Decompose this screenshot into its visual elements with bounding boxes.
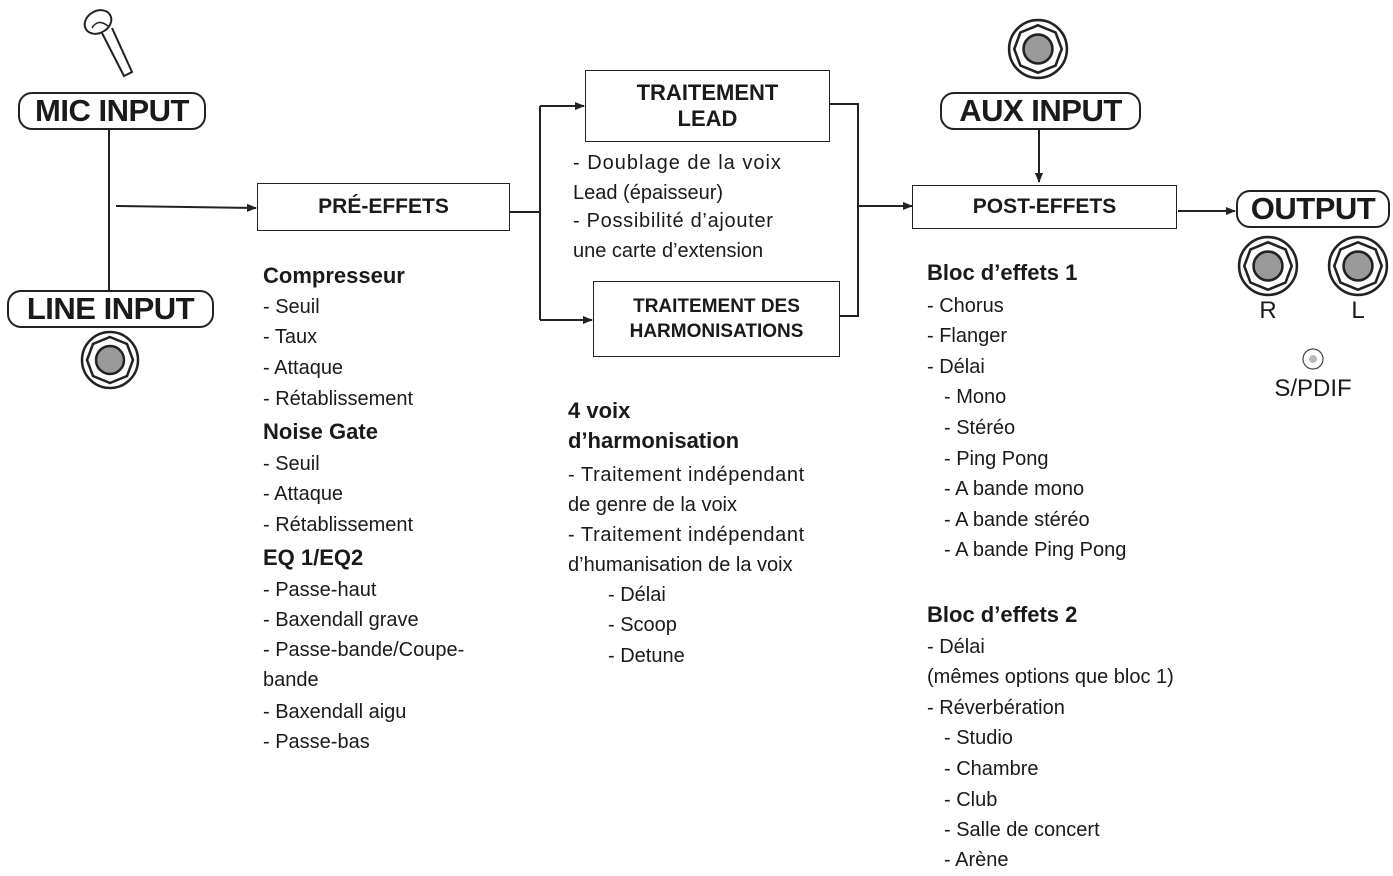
harm-label-2: HARMONISATIONS <box>629 321 804 342</box>
line-input-label: LINE INPUT <box>7 290 214 328</box>
noise-gate-title: Noise Gate <box>263 419 378 444</box>
harmony-sub-item: - Délai <box>608 584 666 606</box>
bloc2-title: Bloc d’effets 2 <box>927 602 1078 627</box>
bloc2-item: - Réverbération <box>927 697 1065 719</box>
mic-input-label: MIC INPUT <box>18 92 206 130</box>
compressor-item: - Rétablissement <box>263 388 414 410</box>
lead-label-2: LEAD <box>677 106 738 131</box>
spdif-port-icon[interactable] <box>1300 346 1326 372</box>
lead-processing-block: TRAITEMENT LEAD <box>585 70 830 142</box>
harmony-item: - Traitement indépendant <box>568 464 805 486</box>
noise-gate-item: - Rétablissement <box>263 514 414 536</box>
lead-note-1: - Doublage de la voix <box>573 152 782 174</box>
line-input-jack-icon[interactable] <box>79 329 141 391</box>
harmony-item: d’humanisation de la voix <box>568 554 793 576</box>
spdif-label: S/PDIF <box>1274 375 1352 402</box>
microphone-icon <box>83 9 134 78</box>
bloc1-sub-item: - A bande mono <box>944 478 1085 500</box>
bloc2-item: - Délai <box>927 636 985 658</box>
post-effects-label: POST-EFFETS <box>972 195 1117 218</box>
post-effects-block: POST-EFFETS <box>912 185 1177 229</box>
harmony-item: - Traitement indépendant <box>568 524 805 546</box>
bloc1-sub-item: - Ping Pong <box>944 448 1049 470</box>
eq-item: - Passe-bande/Coupe- <box>263 639 465 661</box>
output-right-label: R <box>1259 297 1277 324</box>
bloc2-sub-item: - Salle de concert <box>944 819 1100 841</box>
compressor-item: - Seuil <box>263 296 320 318</box>
eq-item: - Baxendall grave <box>263 609 419 631</box>
bloc1-sub-item: - A bande stéréo <box>944 509 1090 531</box>
harmony-processing-block: TRAITEMENT DES HARMONISATIONS <box>593 281 840 357</box>
harmony-title-2: d’harmonisation <box>568 428 740 453</box>
bloc2-sub-item: - Arène <box>944 849 1009 871</box>
bloc2-sub-item: - Chambre <box>944 758 1039 780</box>
bloc1-item: - Chorus <box>927 295 1004 317</box>
eq-item: - Passe-haut <box>263 579 377 601</box>
lead-note-3: - Possibilité d’ajouter <box>573 210 774 232</box>
bloc1-sub-item: - Mono <box>944 386 1007 408</box>
noise-gate-item: - Attaque <box>263 483 344 505</box>
bloc1-item: - Délai <box>927 356 985 378</box>
output-left-label: L <box>1351 297 1365 324</box>
eq-item: - Passe-bas <box>263 731 370 753</box>
aux-input-label: AUX INPUT <box>940 92 1141 130</box>
lead-note-2: Lead (épaisseur) <box>573 182 724 204</box>
to-pre-effects-arrow <box>115 203 257 212</box>
bloc1-sub-item: - Stéréo <box>944 417 1016 439</box>
bloc1-sub-item: - A bande Ping Pong <box>944 539 1127 561</box>
lead-note-4: une carte d’extension <box>573 240 764 262</box>
lead-label-1: TRAITEMENT <box>636 80 779 105</box>
output-left-jack-icon[interactable] <box>1326 234 1390 298</box>
harmony-sub-item: - Scoop <box>608 614 677 636</box>
eq-item: - Baxendall aigu <box>263 701 407 723</box>
aux-input-jack-icon[interactable] <box>1006 17 1070 81</box>
harm-label-1: TRAITEMENT DES <box>633 296 800 317</box>
pre-effects-label: PRÉ-EFFETS <box>318 195 449 218</box>
eq-item: bande <box>263 669 319 691</box>
merge-wire <box>830 103 859 317</box>
pre-effects-block: PRÉ-EFFETS <box>257 183 510 231</box>
bloc1-title: Bloc d’effets 1 <box>927 260 1078 285</box>
compressor-title: Compresseur <box>263 263 405 288</box>
noise-gate-item: - Seuil <box>263 453 320 475</box>
bloc2-sub-item: - Club <box>944 789 998 811</box>
harmony-title-1: 4 voix <box>568 398 631 423</box>
compressor-item: - Attaque <box>263 357 344 379</box>
output-right-jack-icon[interactable] <box>1236 234 1300 298</box>
bloc2-sub-item: - Studio <box>944 727 1013 749</box>
bloc1-item: - Flanger <box>927 325 1008 347</box>
harmony-sub-item: - Detune <box>608 645 685 667</box>
harmony-item: de genre de la voix <box>568 494 738 516</box>
bloc2-item: (mêmes options que bloc 1) <box>927 666 1174 688</box>
output-label: OUTPUT <box>1236 190 1390 228</box>
eq-title: EQ 1/EQ2 <box>263 545 364 570</box>
compressor-item: - Taux <box>263 326 318 348</box>
